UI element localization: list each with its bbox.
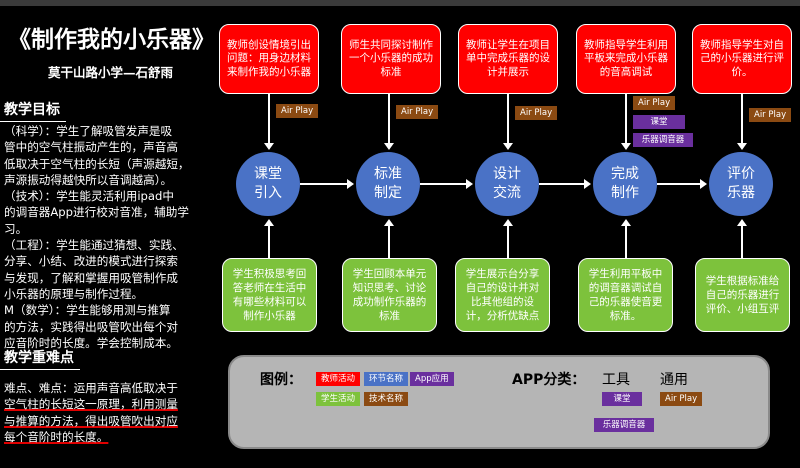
arrow-down-icon <box>737 143 747 150</box>
arrow-down-icon <box>264 143 274 150</box>
connector-line <box>388 225 390 258</box>
flow-line <box>300 183 348 185</box>
objective-line: M（数学）：学生能够用测与推算 <box>4 303 171 318</box>
stage-circle-3: 设计 交流 <box>475 152 539 216</box>
flow-line <box>420 183 467 185</box>
arrow-down-icon <box>503 143 513 150</box>
legend-app-airplay: Air Play <box>660 392 703 406</box>
stage-circle-4: 完成 制作 <box>593 152 657 216</box>
legend-label: 图例： <box>260 372 302 388</box>
stage-circle-5: 评价 乐器 <box>709 152 773 216</box>
connector-line <box>625 225 627 258</box>
objective-line: 与发现，了解和掌握用吸管制作成 <box>4 270 178 285</box>
app-tag-airplay: Air Play <box>276 104 319 118</box>
connector-line <box>741 225 743 258</box>
objective-line: 低取决于空气柱的长短（声源越短， <box>4 156 190 171</box>
flow-line <box>657 183 701 185</box>
top-bar <box>0 0 800 6</box>
arrow-right-icon <box>584 179 591 189</box>
objective-line: （科学）：学生了解吸管发声是吸 <box>4 124 173 138</box>
teacher-activity-5: 教师指导学生对自己的小乐器进行评价。 <box>692 24 792 94</box>
difficulty-line: 空气柱的长短这一原理，利用测量 <box>4 397 178 412</box>
legend-teacher: 教师活动 <box>316 372 361 386</box>
student-activity-5: 学生根据标准给自己的乐器进行评价、小组互评 <box>695 258 790 332</box>
teacher-activity-1: 教师创设情境引出问题：用身边材料来制作我的小乐器 <box>219 24 319 94</box>
student-activity-3: 学生展示台分享自己的设计并对比其他组的设计，分析优缺点 <box>455 258 550 332</box>
app-tag-classroom: 课堂 <box>633 115 685 129</box>
arrow-up-icon <box>621 219 631 226</box>
legend-app: App应用 <box>410 372 454 386</box>
tool-category-label: 工具 <box>602 372 630 388</box>
teacher-activity-3: 教师让学生在项目单中完成乐器的设计并展示 <box>458 24 558 94</box>
arrow-down-icon <box>621 143 631 150</box>
connector-line <box>507 94 509 144</box>
arrow-up-icon <box>737 219 747 226</box>
difficulty-line: 难点、难点：运用声音高低取决于 <box>4 381 178 395</box>
legend-app-classroom: 课堂 <box>602 392 642 406</box>
legend-panel: 图例： 教师活动 环节名称 App应用 学生活动 技术名称 APP分类： 工具 … <box>228 355 770 449</box>
difficulty-line: 与推算的方法，得出吸管吹出对应 <box>4 413 178 428</box>
stage-circle-1: 课堂 引入 <box>236 152 300 216</box>
arrow-right-icon <box>700 179 707 189</box>
arrow-up-icon <box>503 219 513 226</box>
author-line: 莫干山路小学—石舒雨 <box>48 65 174 80</box>
connector-line <box>741 94 743 144</box>
app-tag-tuner: 乐器调音器 <box>633 133 693 147</box>
legend-stage: 环节名称 <box>364 372 409 386</box>
arrow-right-icon <box>466 179 473 189</box>
objectives-text: （科学）：学生了解吸管发声是吸 管中的空气柱振动产生的，声音高 低取决于空气柱的… <box>4 123 190 351</box>
app-tag-airplay: Air Play <box>749 108 792 122</box>
difficulties-heading: 教学重难点 <box>0 347 80 370</box>
objective-line: 习。 <box>4 221 28 236</box>
flow-line <box>539 183 585 185</box>
connector-line <box>268 94 270 144</box>
page-title: 《制作我的小乐器》 <box>8 27 215 53</box>
teacher-activity-2: 师生共同探讨制作一个小乐器的成功标准 <box>341 24 441 94</box>
objective-line: （技术）：学生能灵活利用ipad中 <box>4 189 174 204</box>
student-activity-4: 学生利用平板中的调音器调试自己的乐器使音更标准。 <box>578 258 673 332</box>
difficulty-line: 每个音阶时的长度。 <box>4 429 109 444</box>
connector-line <box>268 225 270 258</box>
legend-app-tuner: 乐器调音器 <box>594 418 654 432</box>
objective-line: 管中的空气柱振动产生的，声音高 <box>4 140 178 155</box>
stage-circle-2: 标准 制定 <box>356 152 420 216</box>
student-activity-1: 学生积极思考回答老师在生活中有哪些材料可以制作小乐器 <box>222 258 317 332</box>
arrow-right-icon <box>347 179 354 189</box>
objective-line: 的方法，实践得出吸管吹出每个对 <box>4 319 178 334</box>
objective-line: 分享、小结、改进的模式进行探索 <box>4 254 178 269</box>
arrow-up-icon <box>264 219 274 226</box>
connector-line <box>507 225 509 258</box>
legend-student: 学生活动 <box>316 392 361 406</box>
app-tag-airplay: Air Play <box>515 106 558 120</box>
arrow-up-icon <box>384 219 394 226</box>
connector-line <box>388 94 390 144</box>
connector-line <box>625 94 627 144</box>
objective-line: 小乐器的原理与制作过程。 <box>4 286 144 301</box>
arrow-down-icon <box>384 143 394 150</box>
objectives-heading: 教学目标 <box>0 99 66 122</box>
app-tag-airplay: Air Play <box>633 96 676 110</box>
objective-line: 声源振动得越快所以音调越高）。 <box>4 172 173 187</box>
objective-line: 应音阶时的长度。学会控制成本。 <box>4 335 178 350</box>
difficulties-text: 难点、难点：运用声音高低取决于 空气柱的长短这一原理，利用测量 与推算的方法，得… <box>4 380 178 445</box>
objective-line: 的调音器App进行校对音准，辅助学 <box>4 205 189 220</box>
objective-line: （工程）：学生能通过猜想、实践、 <box>4 238 184 253</box>
app-tag-airplay: Air Play <box>396 105 439 119</box>
legend-tech: 技术名称 <box>364 392 409 406</box>
app-category-label: APP分类： <box>512 372 586 388</box>
general-category-label: 通用 <box>660 372 688 388</box>
teacher-activity-4: 教师指导学生利用平板来完成小乐器的音高调试 <box>576 24 676 94</box>
student-activity-2: 学生回顾本单元知识思考、讨论成功制作乐器的标准 <box>342 258 437 332</box>
